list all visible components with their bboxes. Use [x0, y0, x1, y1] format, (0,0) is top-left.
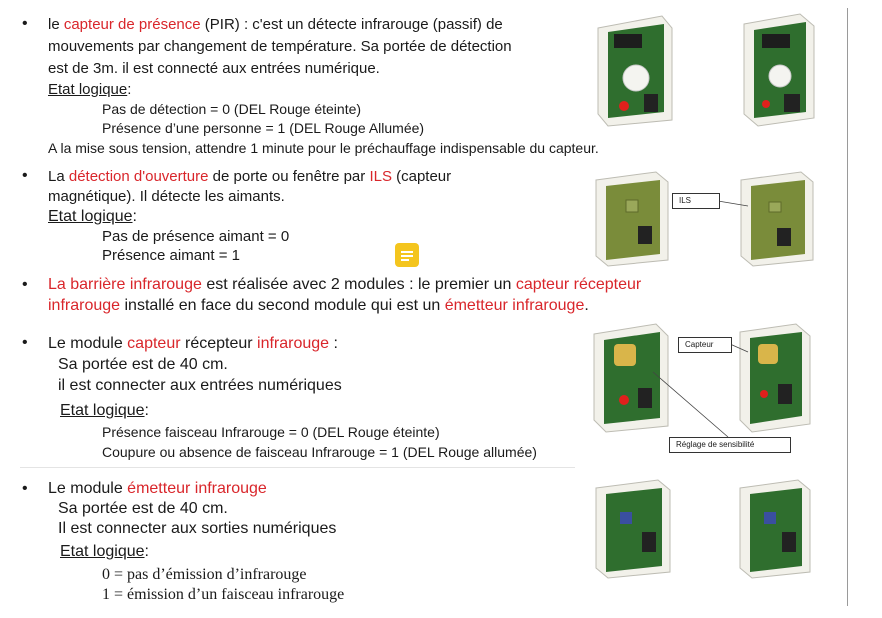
comment-icon[interactable]: [395, 243, 419, 267]
emitter-state-1: 1 = émission d’un faisceau infrarouge: [102, 586, 345, 603]
receiver-state-0: Présence faisceau Infrarouge = 0 (DEL Ro…: [102, 424, 440, 440]
receiver-connection: il est connecter aux entrées numériques: [58, 377, 342, 394]
pir-module-image: [597, 15, 673, 127]
emitter-etat-logique: Etat logique:: [60, 543, 149, 560]
ils-state-0: Pas de présence aimant = 0: [102, 228, 290, 245]
emitter-state-0: 0 = pas d’émission d’infrarouge: [102, 566, 307, 583]
pir-line1: le capteur de présence (PIR) : c'est un …: [48, 16, 503, 33]
receiver-module-image: [739, 323, 811, 433]
ils-line2: magnétique). Il détecte les aimants.: [48, 188, 285, 205]
barrier-line2: infrarouge installé en face du second mo…: [48, 297, 589, 314]
sensitivity-callout-label: Réglage de sensibilité: [669, 437, 791, 453]
emitter-connection: Il est connecter aux sorties numériques: [58, 520, 337, 537]
bullet: •: [22, 480, 28, 497]
bullet: •: [22, 15, 28, 32]
ils-state-1: Présence aimant = 1: [102, 247, 240, 264]
bullet: •: [22, 334, 28, 351]
receiver-range: Sa portée est de 40 cm.: [58, 356, 228, 373]
pir-line3: est de 3m. il est connecté aux entrées n…: [48, 60, 380, 77]
ils-module-image: [740, 171, 814, 267]
ils-etat-logique: Etat logique:: [48, 208, 137, 225]
emitter-title: Le module émetteur infrarouge: [48, 480, 267, 497]
receiver-etat-logique: Etat logique:: [60, 402, 149, 419]
ils-line1: La détection d'ouverture de porte ou fen…: [48, 168, 452, 185]
pir-etat-logique: Etat logique:: [48, 81, 132, 98]
ils-callout-label: ILS: [672, 193, 720, 209]
bullet: •: [22, 167, 28, 184]
emitter-module-image: [739, 479, 811, 579]
pir-state-0: Pas de détection = 0 (DEL Rouge éteinte): [102, 101, 362, 117]
pir-line2: mouvements par changement de température…: [48, 38, 512, 55]
barrier-line1: La barrière infrarouge est réalisée avec…: [48, 276, 642, 293]
receiver-module-image: [593, 323, 669, 433]
receiver-title: Le module capteur récepteur infrarouge :: [48, 335, 338, 352]
capteur-callout-label: Capteur: [678, 337, 732, 353]
receiver-state-1: Coupure ou absence de faisceau Infraroug…: [102, 444, 537, 460]
bullet: •: [22, 276, 28, 293]
pir-state-1: Présence d’une personne = 1 (DEL Rouge A…: [102, 120, 425, 136]
pir-module-image: [743, 13, 815, 127]
page-margin-line: [847, 8, 848, 606]
section-divider: [20, 467, 575, 468]
pir-note: A la mise sous tension, attendre 1 minut…: [48, 140, 599, 156]
emitter-range: Sa portée est de 40 cm.: [58, 500, 228, 517]
ils-module-image: [595, 171, 669, 267]
emitter-module-image: [595, 479, 671, 579]
